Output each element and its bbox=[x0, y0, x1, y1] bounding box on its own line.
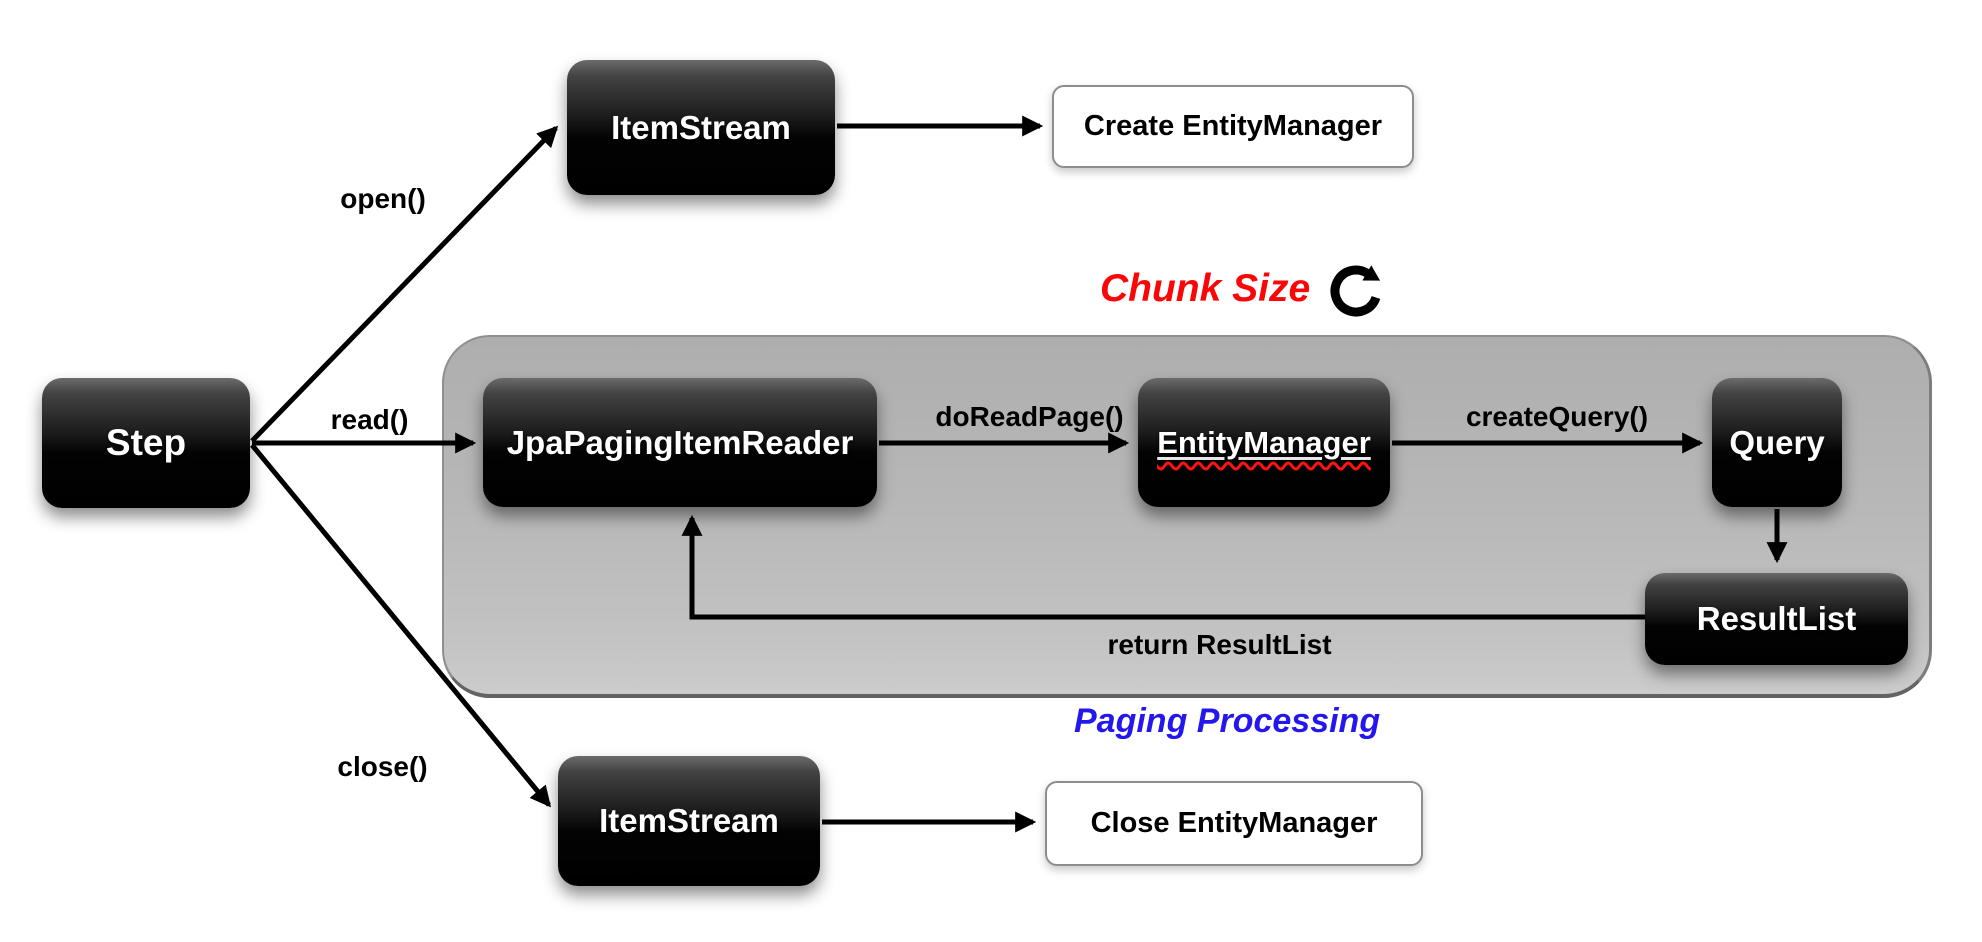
edge-label-createquery: createQuery() bbox=[1465, 401, 1649, 432]
paging-processing-label: Paging Processing bbox=[1074, 702, 1381, 740]
edge-label-return-resultlist: return ResultList bbox=[1107, 629, 1332, 660]
entitymanager-spellcheck-underline: EntityManager bbox=[1157, 425, 1371, 461]
edge-return-resultlist-arrow bbox=[681, 514, 1645, 620]
node-query: Query bbox=[1712, 378, 1842, 507]
node-entitymanager: EntityManager bbox=[1138, 378, 1390, 507]
node-entitymanager-label: EntityManager bbox=[1157, 424, 1371, 460]
node-itemstream-top: ItemStream bbox=[567, 60, 835, 195]
chunk-size-label: Chunk Size bbox=[1100, 267, 1311, 310]
edge-label-close: close() bbox=[337, 751, 428, 782]
node-create-entitymanager-label: Create EntityManager bbox=[1083, 110, 1383, 142]
node-close-entitymanager: Close EntityManager bbox=[1045, 781, 1423, 866]
edge-close-arrow bbox=[250, 443, 552, 808]
node-itemstream-bottom-label: ItemStream bbox=[599, 802, 779, 839]
edge-label-doreadpage: doReadPage() bbox=[935, 401, 1124, 432]
edge-label-open: open() bbox=[340, 183, 426, 214]
node-resultlist: ResultList bbox=[1645, 573, 1908, 665]
node-query-label: Query bbox=[1729, 423, 1825, 461]
node-itemstream-bottom: ItemStream bbox=[558, 756, 820, 886]
chunk-size-annotation: Chunk Size bbox=[1100, 256, 1388, 322]
node-step-label: Step bbox=[105, 422, 187, 463]
node-step: Step bbox=[42, 378, 250, 508]
node-jpapagingitemreader-label: JpaPagingItemReader bbox=[506, 423, 854, 461]
node-close-entitymanager-label: Close EntityManager bbox=[1090, 807, 1378, 839]
node-create-entitymanager: Create EntityManager bbox=[1052, 85, 1414, 168]
node-resultlist-label: ResultList bbox=[1696, 600, 1857, 637]
node-jpapagingitemreader: JpaPagingItemReader bbox=[483, 378, 877, 507]
edge-label-read: read() bbox=[330, 404, 409, 435]
node-itemstream-top-label: ItemStream bbox=[611, 108, 791, 146]
edge-open-arrow bbox=[250, 125, 559, 443]
refresh-icon bbox=[1330, 265, 1381, 317]
